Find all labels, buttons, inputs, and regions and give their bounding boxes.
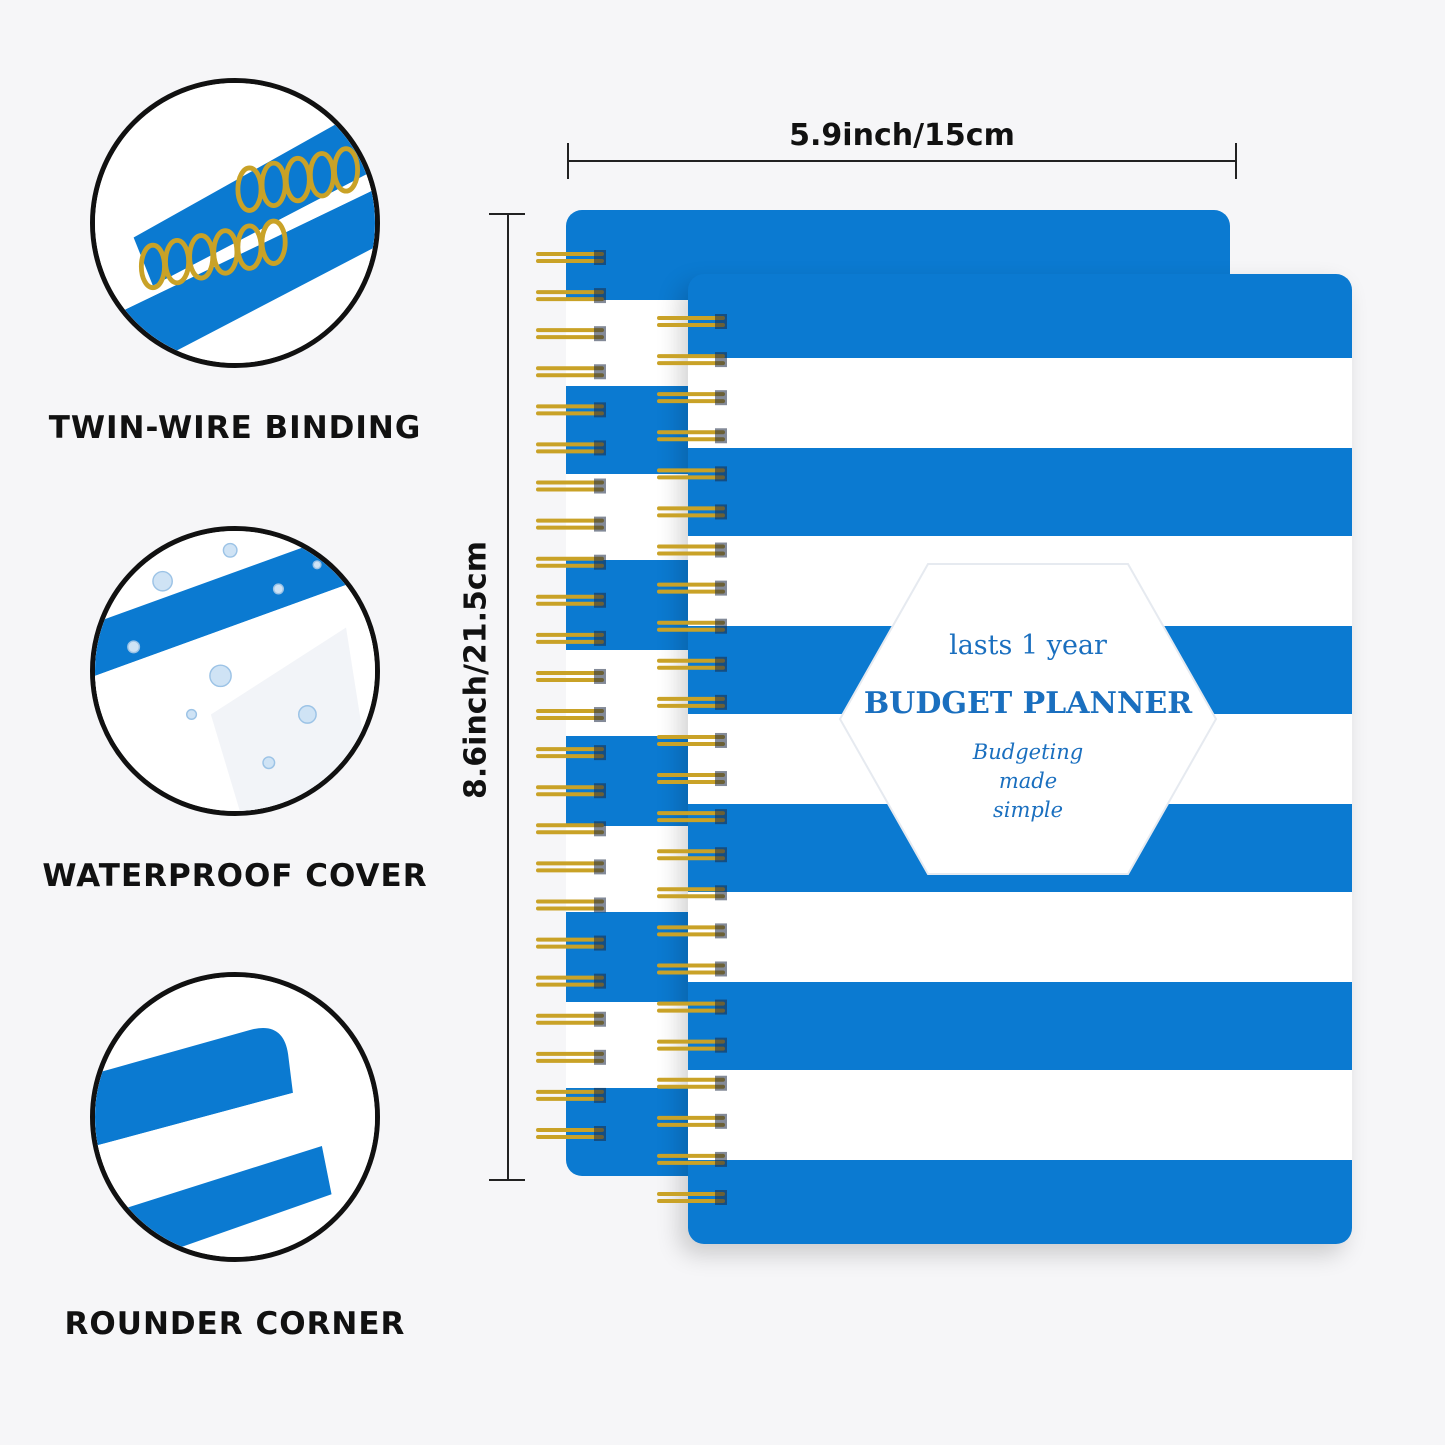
waterproof-cover-closeup <box>90 526 380 816</box>
height-dimension-tick-bottom <box>489 1179 525 1181</box>
cover-tagline-line: simple <box>993 798 1063 822</box>
cover-title: BUDGET PLANNER <box>863 686 1193 721</box>
cover-stripe <box>688 892 1352 982</box>
cover-tagline-line: made <box>998 769 1058 793</box>
cover-stripe <box>688 358 1352 448</box>
rounded-corner-icon <box>95 977 375 1257</box>
width-dimension-label: 5.9inch/15cm <box>789 118 1015 153</box>
feature-label-twin-wire-binding: TWIN-WIRE BINDING <box>48 410 422 446</box>
height-dimension-line <box>507 214 509 1180</box>
rounder-corner-closeup <box>90 972 380 1262</box>
cover-stripe <box>688 1070 1352 1160</box>
twin-wire-binding-closeup <box>90 78 380 368</box>
twin-wire-ring-icon <box>95 83 375 363</box>
feature-label-rounder-corner: ROUNDER CORNER <box>64 1306 406 1342</box>
height-dimension-tick-top <box>489 213 525 215</box>
cover-tagline-line: Budgeting <box>972 740 1084 764</box>
width-dimension-line <box>568 160 1236 162</box>
height-dimension-label: 8.6inch/21.5cm <box>458 541 494 799</box>
water-drop-icon <box>95 531 375 811</box>
cover-hexagon-label <box>838 563 1218 875</box>
feature-label-waterproof-cover: WATERPROOF COVER <box>42 858 428 894</box>
width-dimension-tick-left <box>567 143 569 179</box>
cover-subtitle: lasts 1 year <box>949 630 1107 661</box>
width-dimension-tick-right <box>1235 143 1237 179</box>
